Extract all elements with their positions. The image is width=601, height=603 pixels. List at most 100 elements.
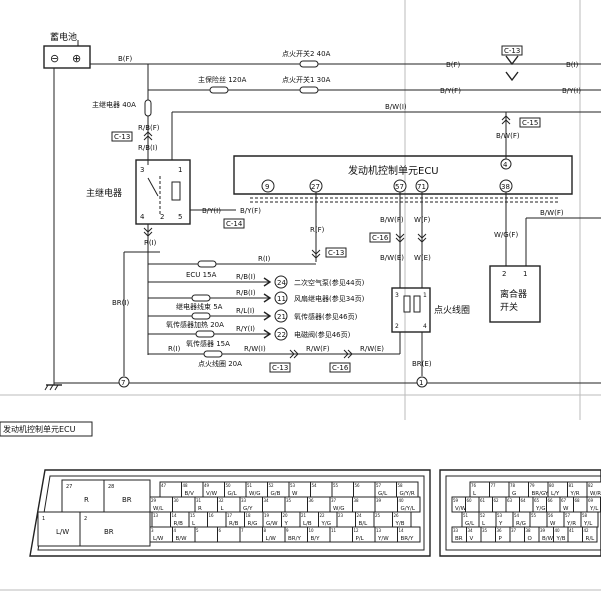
ecu-pin: 27 bbox=[311, 183, 320, 191]
pin-num: 10 bbox=[309, 528, 315, 533]
pin-wire: G/Y/R bbox=[400, 491, 415, 497]
pin-wire: P bbox=[499, 536, 503, 542]
connector-pin-cell bbox=[397, 526, 421, 543]
pin-num: 30 bbox=[174, 498, 180, 503]
pin-num: 47 bbox=[161, 483, 167, 488]
pin-num: 22 bbox=[320, 513, 326, 518]
pin-num: 52 bbox=[269, 483, 275, 488]
pin-wire: R bbox=[84, 496, 89, 504]
wire-label: R/W(I) bbox=[244, 345, 266, 353]
pin-num: 31 bbox=[196, 498, 202, 503]
battery-label: 蓄电池 bbox=[50, 31, 77, 43]
relay-pin: 1 bbox=[178, 166, 182, 174]
pin-wire: R/B bbox=[174, 521, 184, 527]
pin-num: 36 bbox=[309, 498, 315, 503]
pin-num: 65 bbox=[534, 498, 540, 503]
pin-num: 11 bbox=[331, 528, 337, 533]
pin-wire: Y/B bbox=[556, 536, 566, 542]
pin-num: 55 bbox=[531, 513, 537, 518]
wire-label: B/Y(I) bbox=[202, 207, 221, 215]
connector-label: C-13 bbox=[504, 47, 520, 55]
relay-pin: 4 bbox=[140, 213, 145, 221]
pin-num: 20 bbox=[283, 513, 289, 518]
pin-wire: Y bbox=[284, 521, 289, 527]
pin-num: 28 bbox=[108, 484, 114, 490]
fuse-label: 氧传感器 15A bbox=[186, 339, 230, 348]
ref-num: 22 bbox=[277, 331, 286, 339]
fuse-icon bbox=[191, 294, 211, 302]
pin-num: 17 bbox=[227, 513, 233, 518]
ecu-pin: 9 bbox=[265, 183, 269, 191]
connector-arrow-icon bbox=[505, 55, 519, 82]
section-title-box bbox=[0, 421, 93, 437]
connector-label: C-16 bbox=[332, 364, 349, 372]
pin-wire: R/G bbox=[516, 521, 526, 527]
pin-num: 64 bbox=[521, 498, 527, 503]
fuse-icon bbox=[195, 330, 215, 338]
fuse-icon bbox=[144, 99, 152, 117]
wire-label: R(I) bbox=[168, 345, 181, 353]
fuse-icon bbox=[299, 86, 319, 94]
pin-num: 76 bbox=[471, 483, 477, 488]
pin-num: 68 bbox=[575, 498, 581, 503]
fuse-icon bbox=[197, 260, 217, 268]
relay-switch-icon bbox=[147, 177, 159, 197]
pin-wire: Y/R bbox=[566, 521, 576, 527]
pin-wire: Y/G bbox=[321, 521, 331, 527]
pin-wire: BR/Y bbox=[401, 536, 414, 542]
pin-wire: R/B bbox=[229, 521, 239, 527]
pin-wire: G/W bbox=[266, 521, 278, 527]
pin-num: 59 bbox=[453, 498, 459, 503]
pin-num: 69 bbox=[588, 498, 594, 503]
connector-tag-c13 bbox=[269, 362, 291, 373]
ref-text: 风扇继电器(参见34页) bbox=[294, 294, 365, 303]
wire-label: W(E) bbox=[414, 254, 431, 262]
pin-wire: L bbox=[192, 521, 196, 527]
pin-wire: R bbox=[198, 506, 202, 512]
connector-label: C-13 bbox=[272, 364, 288, 372]
fuse-label: 主继电器 40A bbox=[92, 100, 136, 109]
ref-text: 氧传感器(参见46页) bbox=[294, 312, 358, 321]
wire-label: R/W(E) bbox=[360, 345, 384, 353]
coil-pin: 1 bbox=[423, 292, 427, 299]
ecu-connector-left bbox=[29, 469, 431, 557]
pin-num: 4 bbox=[174, 528, 177, 533]
pin-num: 58 bbox=[582, 513, 588, 518]
connector-tag-c15 bbox=[519, 117, 541, 128]
pin-label: 4 bbox=[503, 161, 508, 169]
wire-label: BR(E) bbox=[412, 360, 432, 368]
pin-num: 14 bbox=[172, 513, 178, 518]
ground-icon bbox=[44, 384, 49, 391]
wire-label: R/Y(I) bbox=[236, 325, 255, 333]
connector-label: C-13 bbox=[328, 249, 344, 257]
pin-wire: G/B bbox=[271, 491, 281, 497]
fuse-label: 点火开关2 40A bbox=[282, 49, 331, 58]
ecu-pin-9 bbox=[261, 179, 275, 193]
connector-arrow-icon bbox=[311, 249, 321, 259]
pin-wire: B/Y bbox=[311, 536, 321, 542]
pin-num: 67 bbox=[561, 498, 567, 503]
pin-num: 54 bbox=[514, 513, 520, 518]
connector-label: C-13 bbox=[114, 133, 130, 141]
relay-pin: 3 bbox=[140, 166, 144, 174]
pin-wire: BR bbox=[455, 536, 463, 542]
pin-num: 81 bbox=[569, 483, 575, 488]
pin-wire: L bbox=[482, 521, 486, 527]
pin-num: 61 bbox=[480, 498, 486, 503]
pin-num: 56 bbox=[548, 513, 554, 518]
connector-arrow-icon bbox=[343, 349, 353, 359]
pin-num: 62 bbox=[494, 498, 500, 503]
relay-pin: 2 bbox=[160, 213, 164, 221]
pin-wire: V bbox=[470, 536, 474, 542]
pin-num: 35 bbox=[286, 498, 292, 503]
pin-num: 29 bbox=[151, 498, 157, 503]
pin-wire: R/L bbox=[586, 536, 596, 542]
pin-num: 60 bbox=[467, 498, 473, 503]
pin-num: 79 bbox=[530, 483, 536, 488]
pin-wire: P/L bbox=[356, 536, 365, 542]
coil-icon bbox=[413, 295, 421, 313]
pin-num: 80 bbox=[549, 483, 555, 488]
wire-label: R/W(F) bbox=[306, 345, 330, 353]
